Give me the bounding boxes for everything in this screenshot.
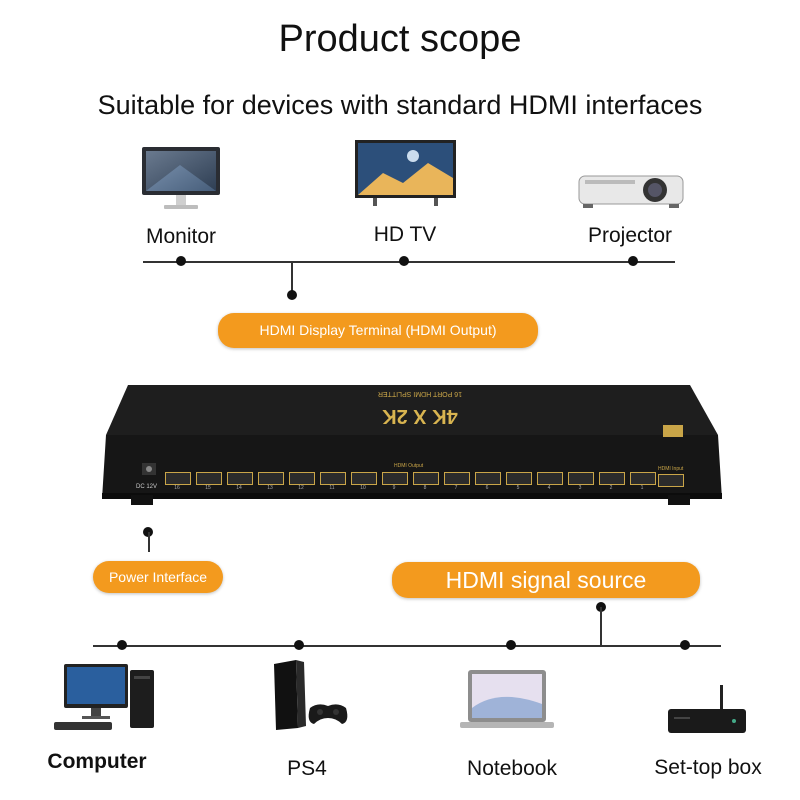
hdmi-port xyxy=(382,472,408,485)
connector-dot xyxy=(399,256,409,266)
port-number: 2 xyxy=(609,485,613,491)
settop-box-icon xyxy=(664,683,750,739)
port-number: 10 xyxy=(360,485,366,491)
port-number: 16 xyxy=(174,485,180,491)
output-connector-line xyxy=(143,261,675,263)
power-interface-badge: Power Interface xyxy=(93,561,223,593)
hdmi-port xyxy=(568,472,594,485)
hdmi-port xyxy=(444,472,470,485)
hdmi-port xyxy=(196,472,222,485)
computer-icon xyxy=(50,660,160,732)
splitter-subtext: 16 PORT HDMI SPLITTER xyxy=(377,390,463,397)
tv-icon xyxy=(353,138,458,210)
port-number: 9 xyxy=(392,485,396,491)
input-device-label-notebook: Notebook xyxy=(467,757,557,780)
hdmi-port xyxy=(630,472,656,485)
monitor-icon xyxy=(140,145,222,213)
output-port-row: 16 15 14 13 12 11 10 9 8 7 6 5 4 3 2 1 xyxy=(165,472,656,496)
hdmi-port xyxy=(537,472,563,485)
port-number: 4 xyxy=(547,485,551,491)
hdmi-port xyxy=(289,472,315,485)
hdmi-port xyxy=(506,472,532,485)
connector-dot xyxy=(628,256,638,266)
port-number: 7 xyxy=(454,485,458,491)
connector-stem xyxy=(291,262,293,294)
port-number: 12 xyxy=(298,485,304,491)
hdmi-port xyxy=(227,472,253,485)
page-subtitle: Suitable for devices with standard HDMI … xyxy=(97,90,703,120)
port-number: 11 xyxy=(329,485,335,491)
port-number: 15 xyxy=(205,485,211,491)
input-device-label-settop: Set-top box xyxy=(654,756,762,779)
port-number: 14 xyxy=(236,485,242,491)
port-number: 1 xyxy=(640,485,644,491)
input-device-label-ps4: PS4 xyxy=(287,757,327,780)
input-connector-line xyxy=(93,645,721,647)
hdmi-splitter-device xyxy=(98,383,728,508)
hdmi-port xyxy=(320,472,346,485)
page-title: Product scope xyxy=(278,18,522,60)
connector-dot xyxy=(176,256,186,266)
input-device-label-computer: Computer xyxy=(47,750,147,773)
connector-dot xyxy=(506,640,516,650)
splitter-model-text: 4K X 2K xyxy=(382,405,458,427)
signal-source-badge: HDMI signal source xyxy=(392,562,700,598)
input-port-label: HDMI Input xyxy=(658,466,684,472)
port-number: 13 xyxy=(267,485,273,491)
hdmi-port xyxy=(599,472,625,485)
projector-icon xyxy=(575,168,687,212)
output-device-label-tv: HD TV xyxy=(373,223,437,246)
connector-dot xyxy=(287,290,297,300)
hdmi-input-port xyxy=(658,474,684,487)
laptop-icon xyxy=(458,668,556,734)
hdmi-port xyxy=(475,472,501,485)
hdmi-port xyxy=(413,472,439,485)
hdmi-port xyxy=(351,472,377,485)
hdmi-port xyxy=(258,472,284,485)
output-terminal-badge: HDMI Display Terminal (HDMI Output) xyxy=(218,313,538,348)
power-port-label: DC 12V xyxy=(136,484,158,490)
connector-stem xyxy=(600,607,602,645)
connector-dot xyxy=(294,640,304,650)
hdmi-port xyxy=(165,472,191,485)
port-number: 3 xyxy=(578,485,582,491)
connector-dot xyxy=(680,640,690,650)
output-device-label-projector: Projector xyxy=(587,224,673,247)
port-number: 8 xyxy=(423,485,427,491)
output-device-label-monitor: Monitor xyxy=(145,225,217,248)
port-number: 6 xyxy=(485,485,489,491)
connector-dot xyxy=(117,640,127,650)
port-number: 5 xyxy=(516,485,520,491)
ps4-icon xyxy=(270,658,352,734)
output-group-label: HDMI Output xyxy=(394,463,424,469)
connector-stem xyxy=(148,532,150,552)
